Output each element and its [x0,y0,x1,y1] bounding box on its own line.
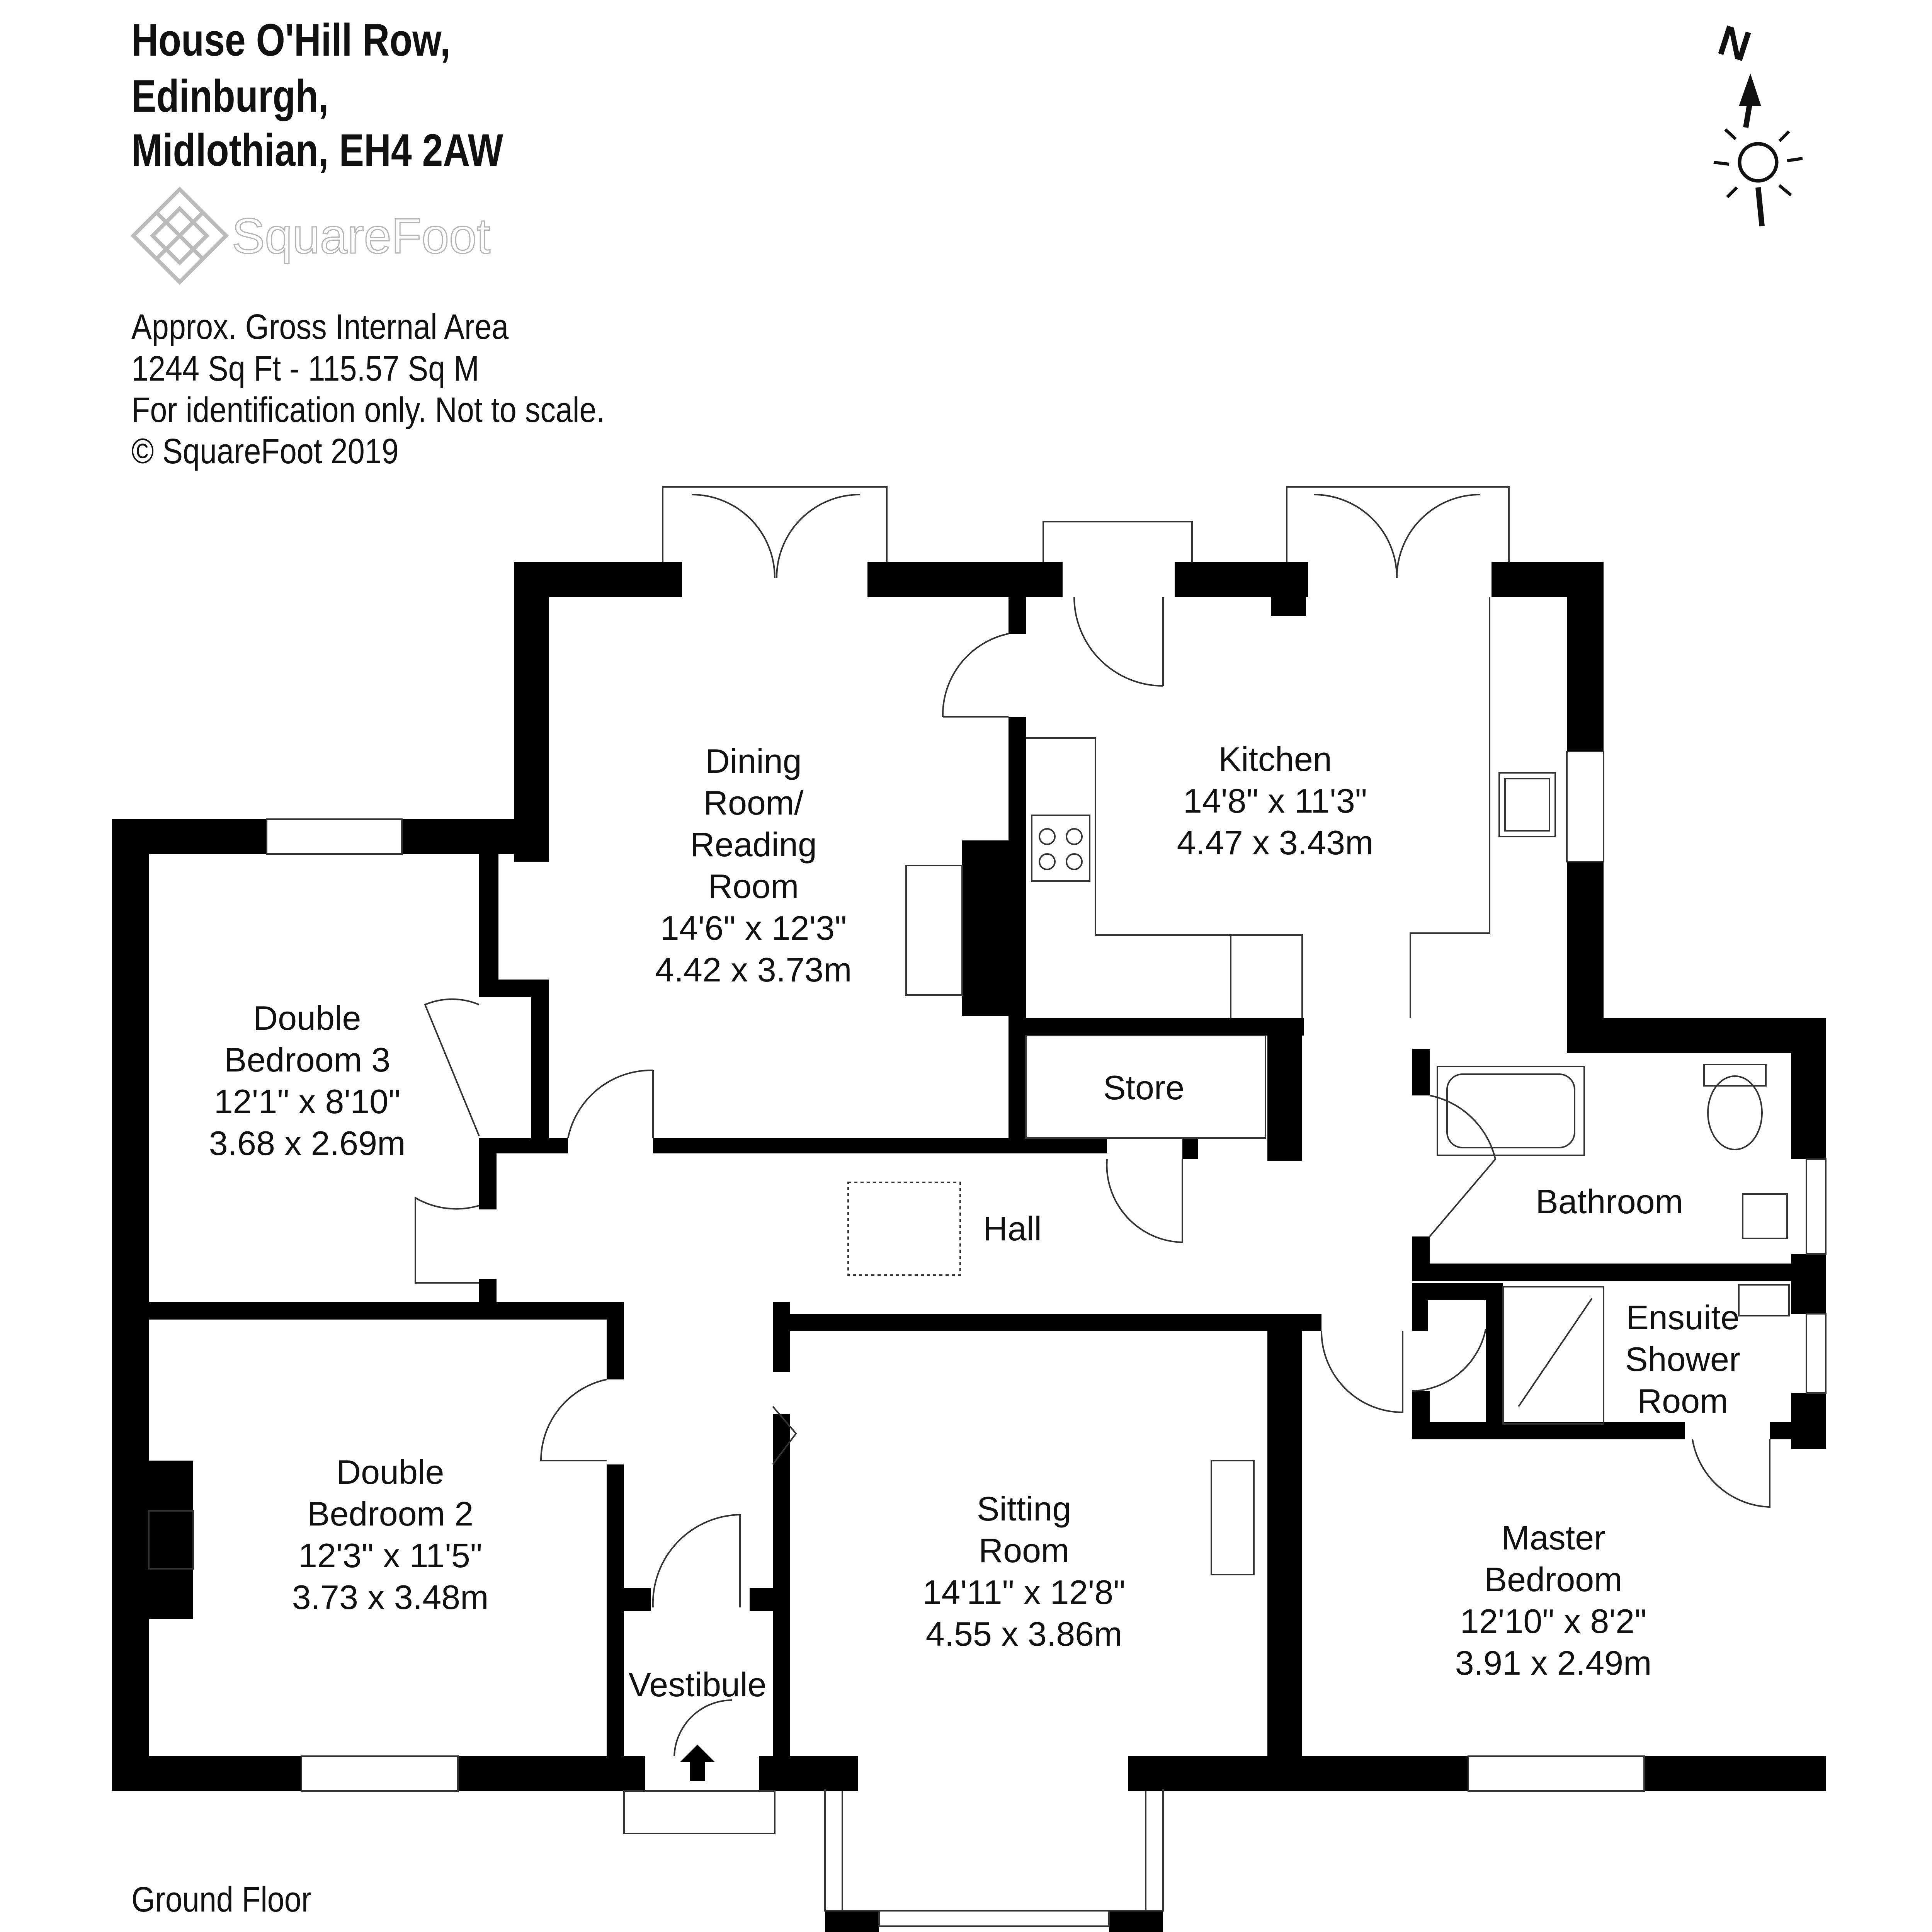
master-imperial: 12'10" x 8'2" [1460,1602,1647,1640]
area-title: Approx. Gross Internal Area [131,307,509,347]
dining-label-2: Room/ [703,784,804,822]
bathroom-label: Bathroom [1536,1182,1683,1221]
walls [112,562,1826,1932]
master-label-1: Master [1502,1519,1605,1557]
squarefoot-logo-icon [130,186,229,285]
master-label-2: Bedroom [1484,1560,1622,1599]
ensuite-label-1: Ensuite [1626,1298,1740,1337]
kitchen-label: Kitchen [1218,740,1332,778]
compass-icon: N [1713,16,1803,226]
vestibule-label: Vestibule [628,1665,766,1704]
bedroom3-label-2: Bedroom 3 [224,1041,390,1079]
bedroom2-label-1: Double [337,1453,444,1491]
sitting-label-1: Sitting [977,1490,1071,1528]
kitchen-metric: 4.47 x 3.43m [1177,823,1374,862]
bedroom3-metric: 3.68 x 2.69m [209,1124,406,1162]
address-line-1: House O'Hill Row, [131,15,451,66]
logo-text: SquareFoot [231,209,491,264]
dining-label-4: Room [708,867,799,905]
copyright: © SquareFoot 2019 [131,432,399,471]
dining-imperial: 14'6" x 12'3" [660,909,847,947]
address-line-3: Midlothian, EH4 2AW [131,125,503,176]
sitting-imperial: 14'11" x 12'8" [922,1573,1125,1611]
bedroom2-metric: 3.73 x 3.48m [292,1578,489,1616]
dining-label-3: Reading [690,825,817,864]
sitting-metric: 4.55 x 3.86m [926,1615,1122,1653]
area-value: 1244 Sq Ft - 115.57 Sq M [131,349,480,388]
entrance-arrow-icon [680,1745,715,1781]
hall-label: Hall [983,1209,1042,1248]
dining-label-1: Dining [705,742,801,780]
ensuite-label-2: Shower [1625,1340,1740,1378]
address-line-2: Edinburgh, [131,71,329,122]
disclaimer: For identification only. Not to scale. [131,390,605,430]
store-label: Store [1103,1068,1184,1107]
bedroom2-imperial: 12'3" x 11'5" [298,1536,482,1575]
bedroom2-label-2: Bedroom 2 [307,1495,473,1533]
sitting-label-2: Room [979,1531,1070,1570]
room-labels: Dining Room/ Reading Room 14'6" x 12'3" … [209,740,1741,1704]
kitchen-imperial: 14'8" x 11'3" [1183,782,1367,820]
bedroom3-imperial: 12'1" x 8'10" [214,1082,401,1121]
dining-metric: 4.42 x 3.73m [655,951,852,989]
ensuite-label-3: Room [1638,1382,1728,1420]
floor-label: Ground Floor [131,1880,312,1919]
master-metric: 3.91 x 2.49m [1455,1644,1652,1682]
fixtures [148,486,1827,1927]
bedroom3-label-1: Double [253,999,361,1037]
